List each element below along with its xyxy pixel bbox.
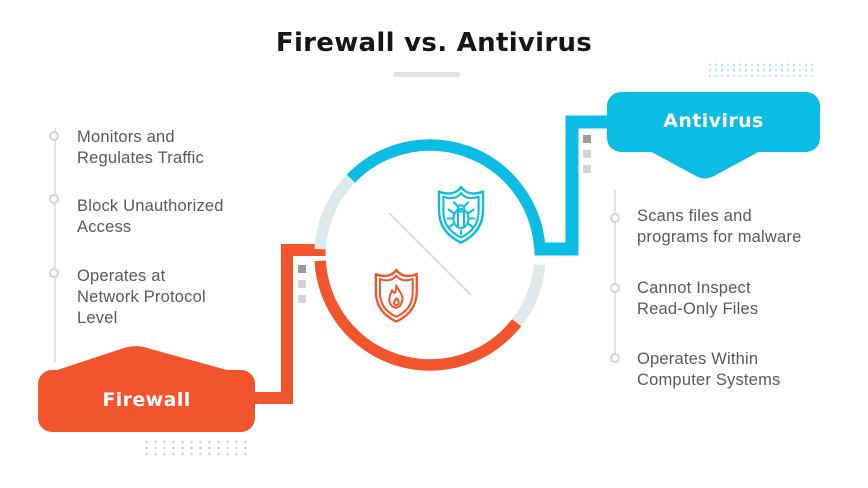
- dot-grid-bottom-left: [142, 439, 252, 456]
- antivirus-connector-line: [534, 115, 612, 256]
- square-marker: [583, 135, 591, 143]
- bullet-circle: [49, 194, 59, 204]
- ring-gray-right-arc: [512, 263, 546, 327]
- antivirus-item-1: Scans files and programs for malware: [637, 207, 802, 246]
- antivirus-item-3: Operates Within Computer Systems: [637, 350, 781, 389]
- ring-cyan-arc: [346, 139, 546, 248]
- square-marker: [298, 295, 306, 303]
- antivirus-connector-squares: [583, 135, 591, 173]
- antivirus-banner-label: Antivirus: [663, 110, 764, 132]
- square-marker: [583, 150, 591, 158]
- antivirus-banner: [607, 92, 820, 179]
- firewall-item-1: Monitors and Regulates Traffic: [77, 128, 204, 167]
- firewall-banner: [38, 346, 255, 432]
- firewall-timeline: [54, 128, 56, 362]
- square-marker: [298, 265, 306, 273]
- square-marker: [583, 165, 591, 173]
- firewall-item-3: Operates at Network Protocol Level: [77, 267, 206, 327]
- firewall-connector-line: [250, 244, 330, 404]
- firewall-connector-squares: [298, 265, 306, 303]
- bullet-circle: [49, 131, 59, 141]
- firewall-banner-label: Firewall: [102, 389, 191, 411]
- antivirus-timeline: [614, 190, 616, 360]
- bullet-circle: [610, 353, 620, 363]
- bullet-circle: [49, 268, 59, 278]
- bullet-circle: [610, 213, 620, 223]
- ring-orange-arc: [314, 260, 522, 371]
- ring-gray-left-arc: [314, 174, 356, 250]
- dot-grid-top-right: [707, 62, 813, 78]
- page-title: Firewall vs. Antivirus: [275, 28, 593, 58]
- square-marker: [298, 280, 306, 288]
- divider-line: [388, 212, 472, 296]
- shield-bug-icon: [437, 185, 485, 244]
- title-underline: [393, 72, 460, 77]
- shield-flame-icon: [374, 268, 418, 323]
- firewall-item-2: Block Unauthorized Access: [77, 197, 224, 236]
- antivirus-item-2: Cannot Inspect Read-Only Files: [637, 279, 759, 318]
- bullet-circle: [610, 283, 620, 293]
